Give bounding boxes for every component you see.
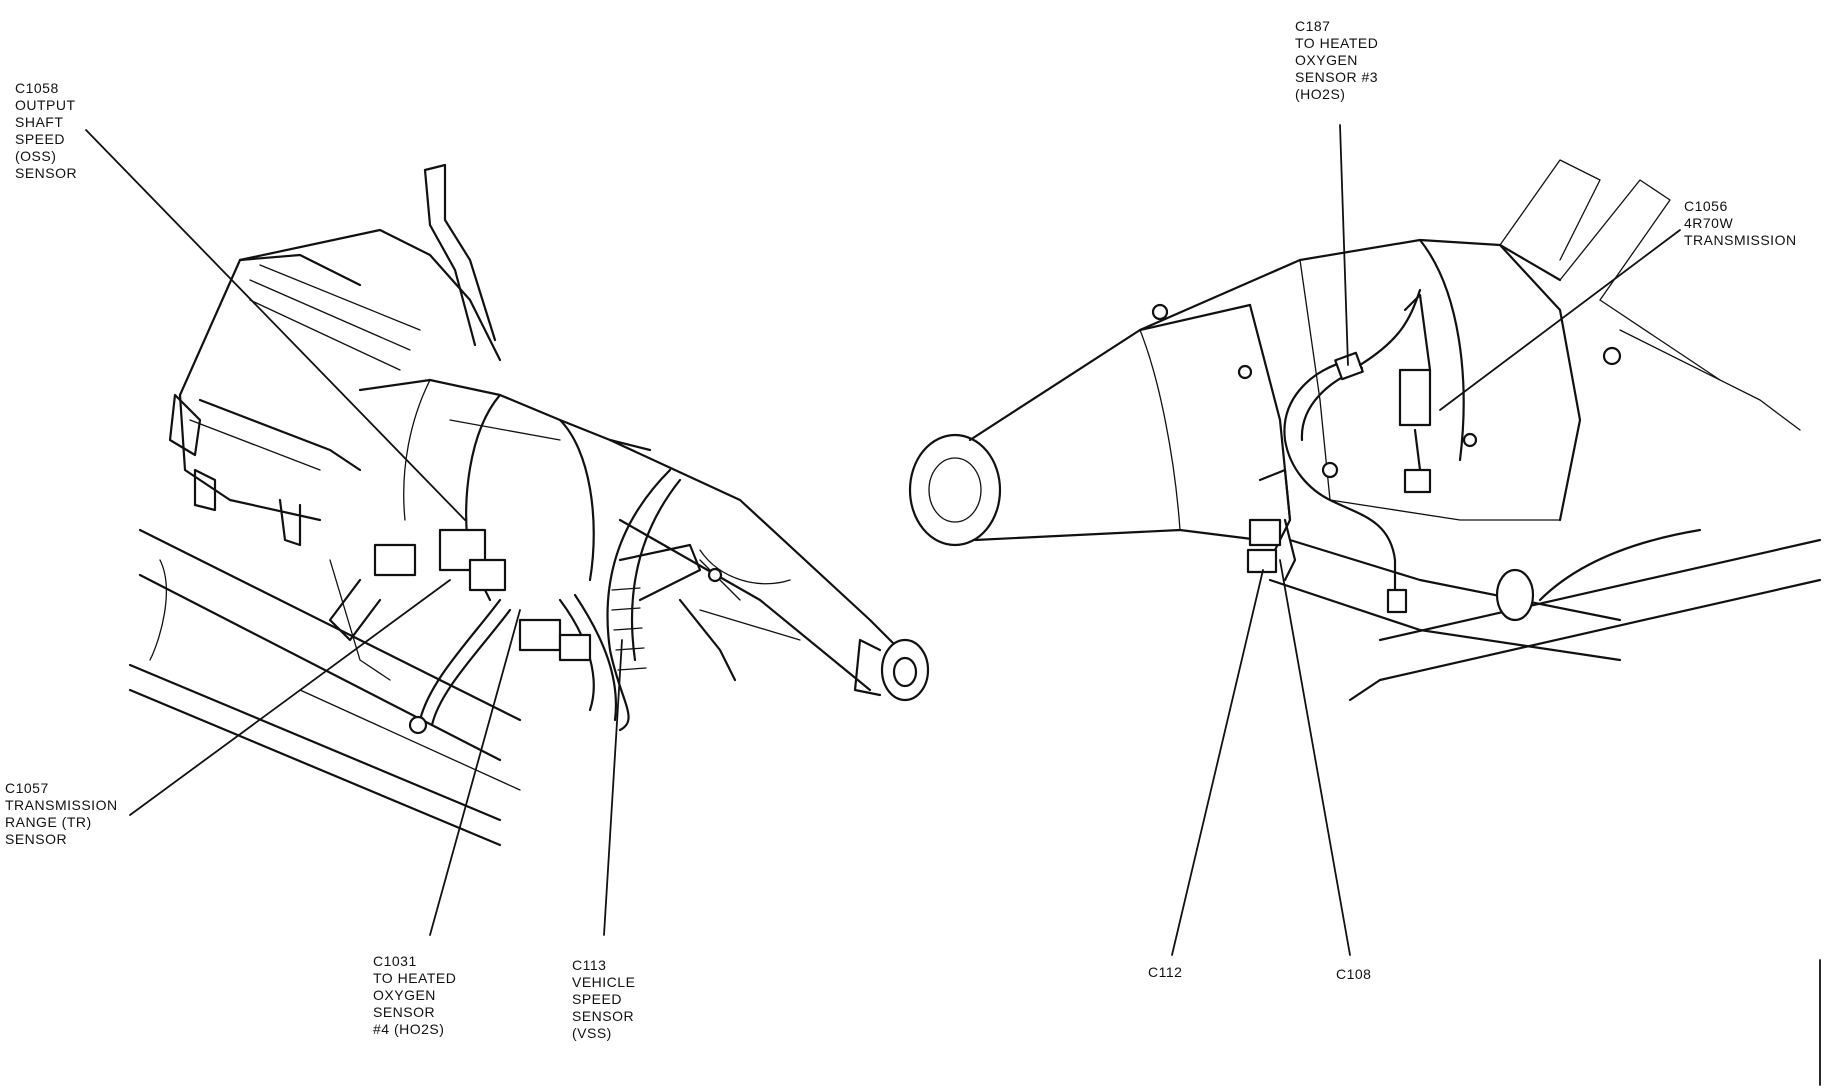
right-transmission-drawing [908,159,1822,702]
leader-c1031 [429,609,521,936]
leader-c1056 [1439,229,1681,411]
label-c187: C187 TO HEATED OXYGEN SENSOR #3 (HO2S) [1295,18,1379,102]
leader-c1058 [85,129,466,521]
label-c1056: C1056 4R70W TRANSMISSION [1684,198,1797,248]
label-c1058: C1058 OUTPUT SHAFT SPEED (OSS) SENSOR [15,80,78,181]
leader-c112 [1171,569,1264,956]
label-c1031: C1031 TO HEATED OXYGEN SENSOR #4 (HO2S) [373,953,457,1037]
left-transmission-drawing [128,163,930,847]
leader-c1057 [129,579,451,816]
label-c108: C108 [1336,966,1372,982]
leader-c113 [603,639,623,936]
leader-lines [85,124,1821,1086]
leader-c108 [1279,559,1351,956]
leader-c187 [1339,124,1349,366]
label-c113: C113 VEHICLE SPEED SENSOR (VSS) [572,957,636,1041]
label-c112: C112 [1148,964,1183,980]
label-c1057: C1057 TRANSMISSION RANGE (TR) SENSOR [5,780,118,847]
